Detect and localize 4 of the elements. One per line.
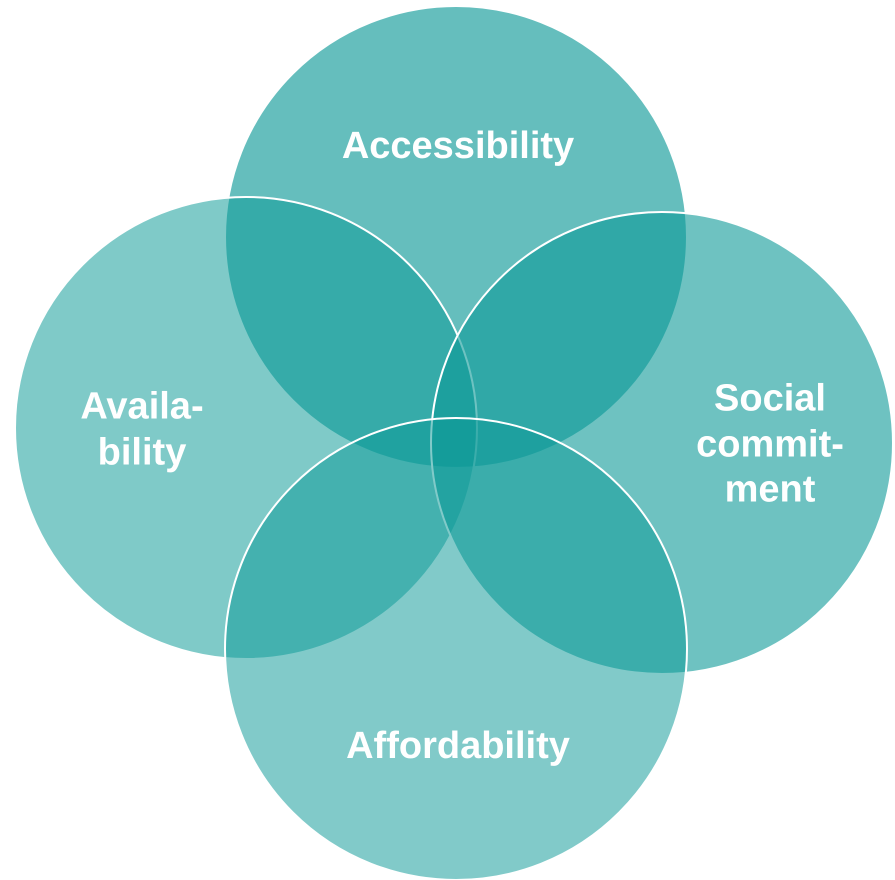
circle-label: Social commit- ment — [695, 376, 845, 513]
circle-label: Availa- bility — [79, 384, 205, 475]
circle-label: Affordability — [345, 724, 571, 770]
circle-label: Accessibility — [340, 124, 576, 170]
